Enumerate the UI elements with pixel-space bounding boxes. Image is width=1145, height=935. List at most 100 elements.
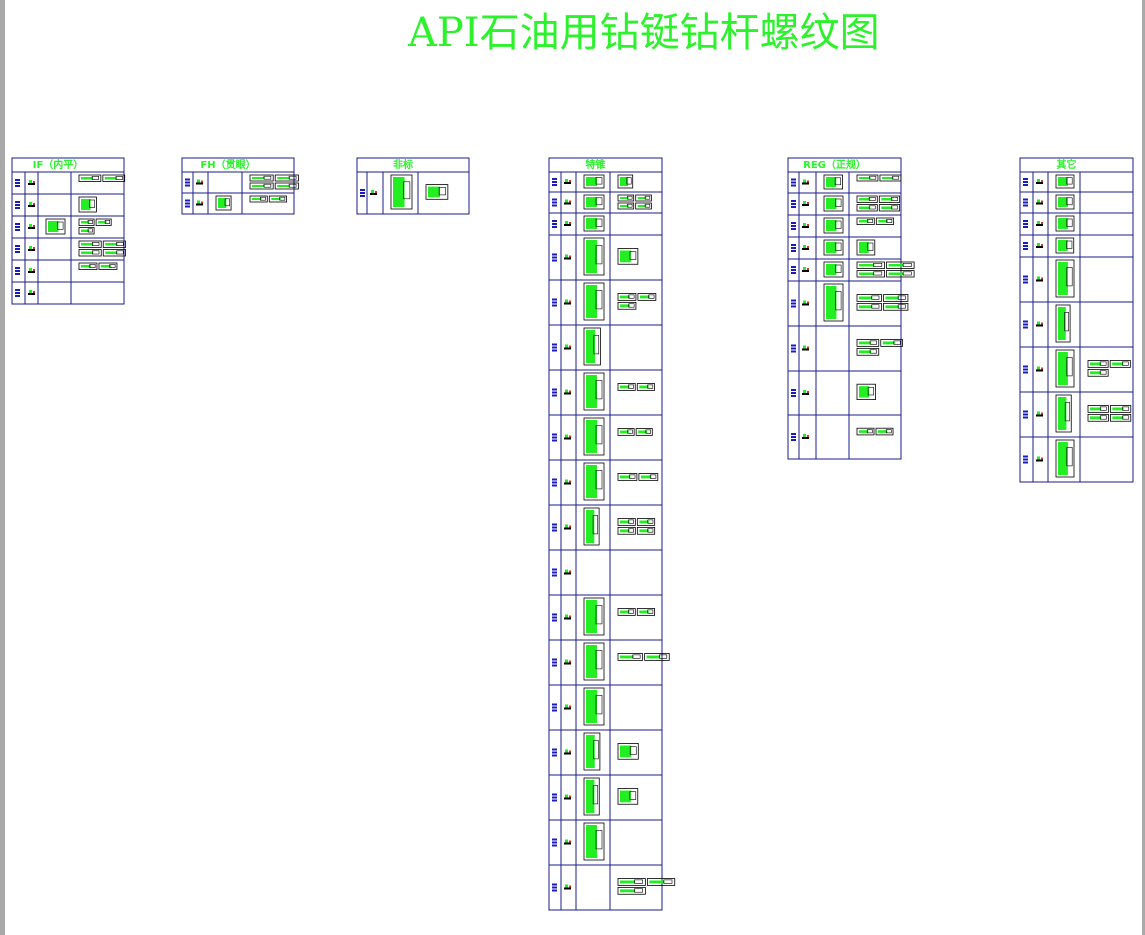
drawing-frame: [856, 427, 875, 436]
thread-icon-mark: [1037, 221, 1040, 224]
thread-icon-accent: [807, 224, 809, 226]
drawing-frame: [823, 217, 844, 234]
thread-icon: [28, 205, 35, 207]
row-label-mark: [552, 796, 557, 799]
row-label-mark: [1023, 201, 1028, 204]
row-label-mark: [1023, 416, 1028, 419]
row-label-mark: [15, 267, 20, 269]
drawing-frame: [636, 608, 656, 616]
row-label-mark: [15, 295, 20, 297]
thread-icon-accent: [569, 660, 571, 663]
row-label-mark: [1023, 458, 1028, 461]
drawing-detail: [593, 740, 599, 760]
drawing-frame: [617, 428, 635, 436]
row-label-mark: [552, 343, 557, 346]
drawing-frame: [875, 217, 895, 225]
drawing-frame: [617, 878, 646, 886]
thread-icon-accent: [33, 181, 35, 183]
drawing-fill: [586, 177, 597, 186]
thread-icon: [802, 437, 809, 439]
drawing-detail: [867, 386, 874, 396]
drawing-detail: [91, 176, 99, 180]
drawing-fill: [1090, 371, 1102, 375]
row-label-mark: [552, 799, 557, 802]
thread-icon-accent: [1041, 200, 1043, 203]
drawing-frame: [638, 473, 659, 481]
drawing-detail: [867, 219, 873, 223]
drawing-detail: [628, 609, 634, 614]
thread-icon-accent: [1041, 412, 1043, 415]
row-label-mark: [552, 706, 557, 709]
thread-icon-mark: [803, 434, 806, 437]
thread-icon-accent: [33, 269, 35, 271]
row-label-mark: [15, 245, 20, 247]
drawing-fill: [393, 177, 405, 207]
row-label-mark: [15, 251, 20, 253]
thread-icon: [28, 183, 35, 185]
row-label-mark: [791, 225, 796, 227]
drawing-detail: [647, 519, 654, 524]
drawing-detail: [87, 228, 93, 233]
row-label-mark: [1023, 181, 1028, 183]
thread-icon: [564, 257, 571, 260]
thread-icon-accent: [807, 268, 809, 270]
group-title: 特锥: [586, 158, 606, 171]
row-label-mark: [791, 350, 796, 353]
drawing-fill: [81, 221, 90, 224]
thread-icon: [1036, 414, 1043, 417]
drawing-frame: [856, 383, 876, 401]
row-label-mark: [1023, 326, 1028, 329]
thread-icon-accent: [569, 222, 571, 224]
row-label-mark: [791, 344, 796, 347]
drawing-detail: [595, 470, 603, 490]
drawing-fill: [100, 265, 111, 268]
drawing-frame: [617, 886, 646, 895]
group-table: REG（正规）: [787, 157, 915, 460]
drawing-frame: [875, 427, 894, 436]
thread-icon-mark: [565, 389, 568, 393]
drawing-frame: [249, 182, 274, 190]
thread-icon: [1036, 324, 1043, 327]
row-label-mark: [552, 388, 557, 391]
row-label-mark: [791, 181, 796, 184]
drawing-fill: [586, 375, 597, 408]
drawing-frame: [583, 327, 601, 366]
row-label-mark: [552, 886, 557, 889]
thread-icon: [564, 202, 571, 205]
drawing-detail: [647, 384, 654, 389]
row-label-mark: [552, 529, 557, 532]
left-scroll-edge: [0, 0, 5, 935]
thread-icon: [28, 293, 35, 295]
drawing-fill: [859, 206, 871, 209]
drawing-frame: [879, 174, 902, 182]
drawing-frame: [878, 195, 901, 203]
thread-icon-accent: [807, 391, 809, 393]
thread-icon-accent: [201, 180, 203, 183]
drawing-frame: [78, 249, 102, 257]
drawing-fill: [638, 430, 648, 434]
drawing-detail: [1099, 370, 1107, 375]
drawing-detail: [592, 515, 598, 535]
drawing-detail: [595, 830, 603, 850]
drawing-frame: [274, 182, 299, 190]
row-label-mark: [1023, 245, 1028, 247]
row-label-mark: [791, 222, 796, 224]
row-label-mark: [552, 523, 557, 526]
drawing-detail: [595, 650, 603, 670]
drawing-detail: [628, 303, 635, 308]
drawing-fill: [620, 177, 629, 186]
thread-icon-accent: [569, 255, 571, 258]
drawing-frame: [102, 240, 126, 248]
drawing-detail: [1064, 402, 1071, 422]
drawing-fill: [859, 350, 871, 354]
row-label-mark: [791, 299, 796, 302]
drawing-detail: [645, 429, 651, 434]
thread-icon: [802, 270, 809, 272]
thread-icon-mark: [565, 524, 568, 528]
row-label-mark: [791, 250, 796, 252]
page-title: API石油用钻铤钻杆螺纹图: [408, 10, 880, 56]
drawing-fill: [81, 229, 90, 232]
row-label-mark: [15, 207, 20, 209]
drawing-frame: [583, 194, 605, 210]
drawing-detail: [629, 746, 637, 755]
